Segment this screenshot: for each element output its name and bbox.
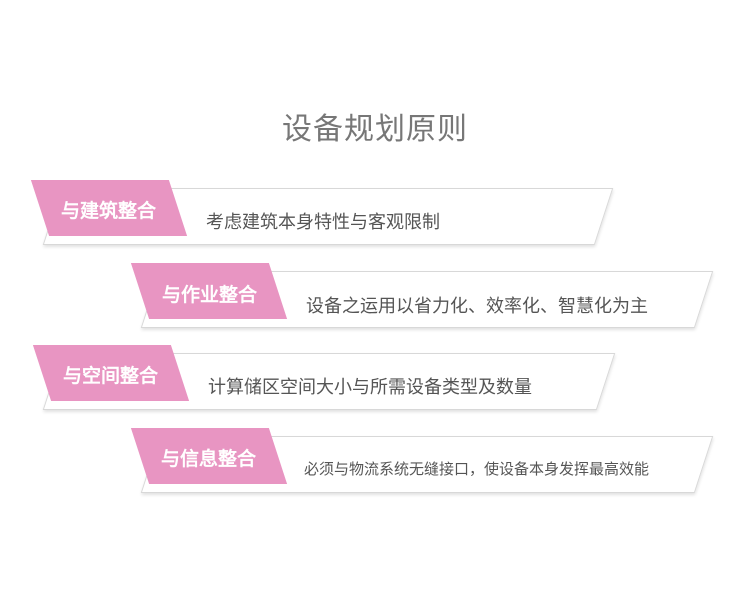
item-description-operation: 设备之运用以省力化、效率化、智慧化为主 (306, 296, 648, 317)
item-label-information: 与信息整合 (161, 448, 257, 470)
item-label-building: 与建筑整合 (61, 200, 157, 222)
item-label-space: 与空间整合 (63, 365, 159, 387)
item-description-information: 必须与物流系统无缝接口，使设备本身发挥最高效能 (304, 460, 650, 478)
diagram-title: 设备规划原则 (282, 112, 468, 147)
item-description-building: 考虑建筑本身特性与客观限制 (206, 212, 440, 233)
item-description-space: 计算储区空间大小与所需设备类型及数量 (208, 377, 532, 398)
item-label-operation: 与作业整合 (162, 284, 258, 306)
